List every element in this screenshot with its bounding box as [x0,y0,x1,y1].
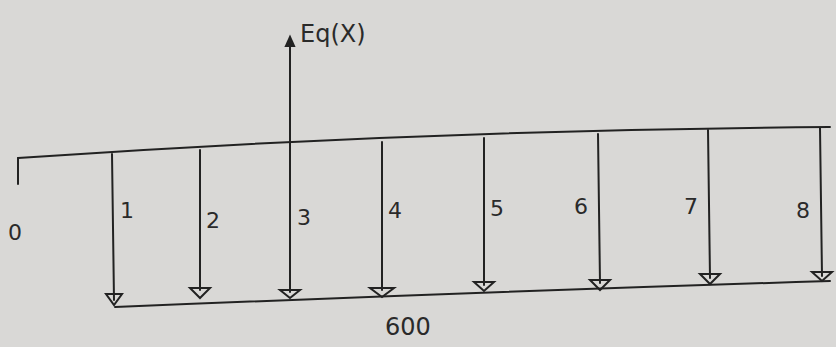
support [812,272,832,281]
support [370,288,394,297]
load-label: Eq(X) [300,22,366,46]
dimension-label: 600 [385,315,431,339]
support [106,294,122,305]
station-number: 5 [490,198,504,220]
station-number: 1 [120,200,134,222]
support [590,280,610,290]
support [474,282,494,291]
support [190,288,210,298]
bottom-line [115,281,830,307]
post [289,146,291,292]
support [700,274,720,284]
station-number: 0 [8,222,22,244]
post [199,150,201,290]
station-number: 6 [574,196,588,218]
post [598,134,600,283]
station-number: 2 [206,210,220,232]
end-tick [17,158,19,184]
station-number: 7 [684,196,698,218]
post [112,154,114,300]
station-number: 4 [388,200,402,222]
post [820,128,822,276]
load-arrow [289,40,291,150]
post [381,142,383,290]
station-number: 8 [796,200,810,222]
station-number: 3 [297,207,311,229]
support [280,290,300,298]
post [483,138,485,285]
post [708,130,710,278]
